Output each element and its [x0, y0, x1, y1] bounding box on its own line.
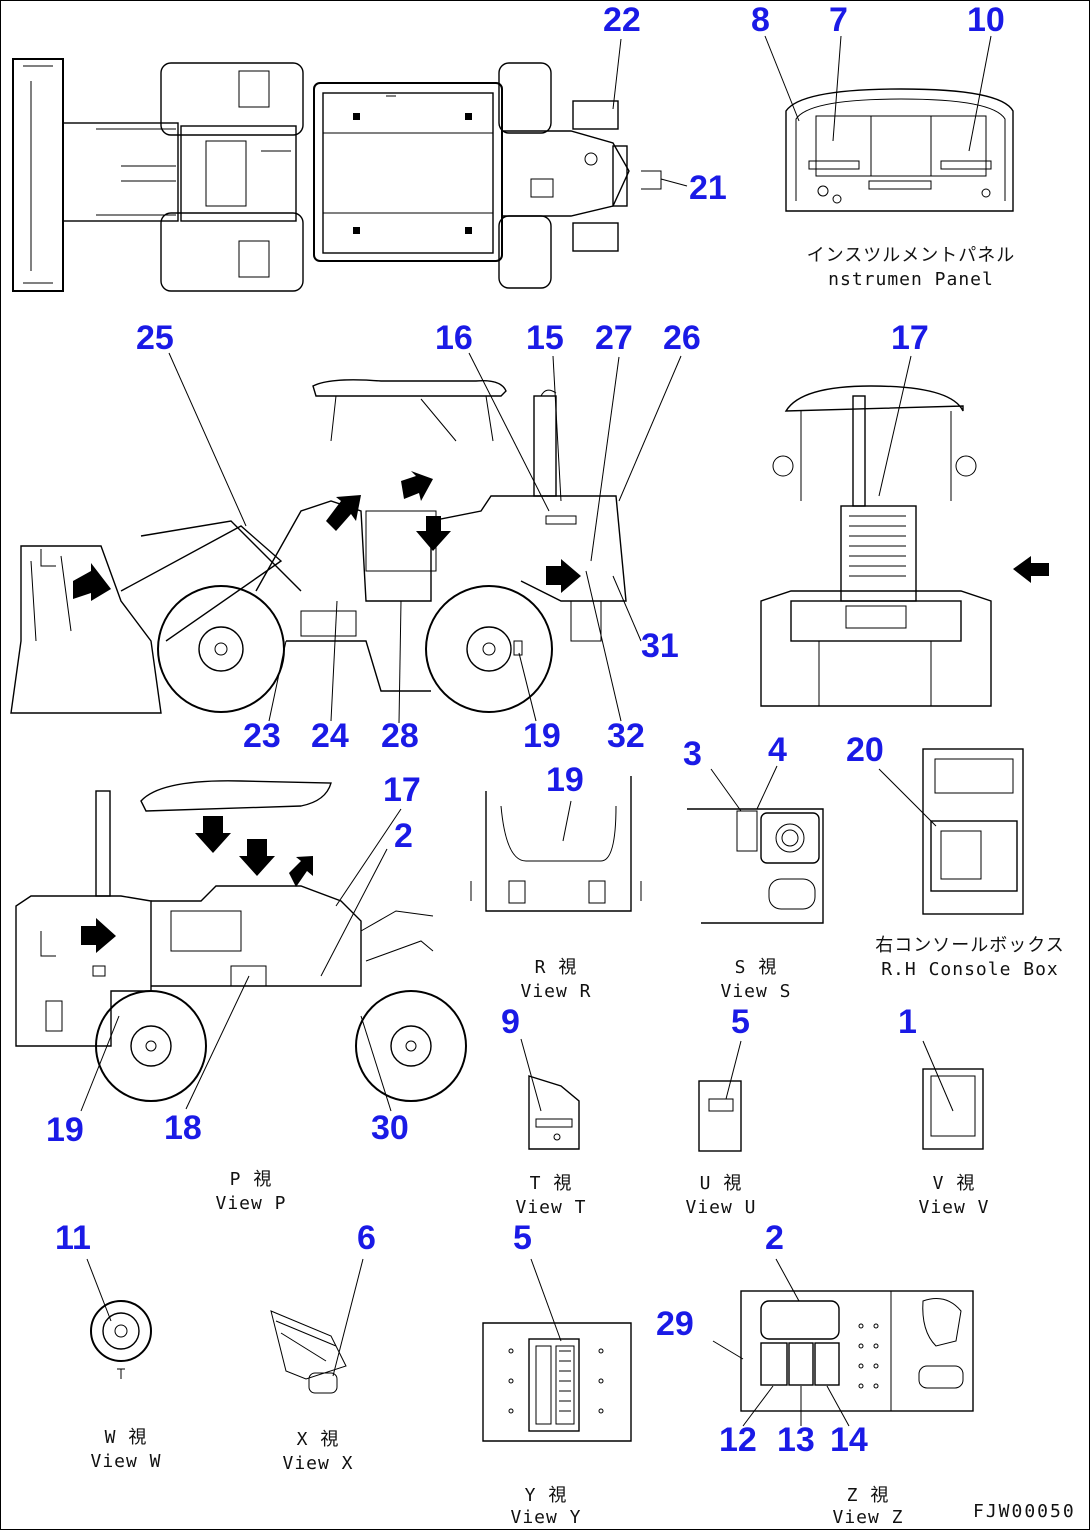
callout-16: 16: [435, 319, 473, 357]
callout-21: 21: [689, 169, 727, 207]
arrow-p-icon: [1013, 556, 1049, 583]
view-z-drawing: [740, 1290, 974, 1412]
view-s-drawing: [687, 808, 824, 924]
callout-12: 12: [719, 1421, 757, 1459]
callout-25: 25: [136, 319, 174, 357]
caption-view-s-jp: S 視: [734, 957, 778, 978]
callout-5-view-u: 5: [731, 1003, 750, 1041]
caption-view-r-en: View R: [520, 981, 592, 1002]
view-t-drawing: [528, 1075, 580, 1150]
callout-32: 32: [607, 717, 645, 755]
caption-view-p-en: View P: [215, 1193, 287, 1214]
caption-view-t-jp: T 視: [529, 1173, 573, 1194]
callout-13: 13: [777, 1421, 815, 1459]
rear-view: [760, 385, 1049, 707]
callout-17-view-p: 17: [383, 771, 421, 809]
callout-19-side: 19: [523, 717, 561, 755]
caption-view-z-en: View Z: [832, 1507, 904, 1528]
callout-2-view-z: 2: [765, 1219, 784, 1257]
callout-3: 3: [683, 735, 702, 773]
caption-view-y-en: View Y: [510, 1507, 582, 1528]
callout-5-view-y: 5: [513, 1219, 532, 1257]
drawing-code: FJW00050: [973, 1501, 1076, 1522]
caption-instrument-panel-jp: インスツルメントパネル: [806, 245, 1016, 266]
callout-15: 15: [526, 319, 564, 357]
view-u-drawing: [698, 1080, 742, 1152]
caption-view-y-jp: Y 視: [524, 1485, 568, 1506]
callout-19-view-r: 19: [546, 761, 584, 799]
caption-view-x-jp: X 視: [296, 1429, 340, 1450]
caption-view-u-en: View U: [685, 1197, 757, 1218]
caption-view-p-jp: P 視: [229, 1169, 273, 1190]
arrow-w-icon: [81, 918, 116, 953]
arrow-icon: [416, 516, 451, 551]
callout-18: 18: [164, 1109, 202, 1147]
callout-31: 31: [641, 627, 679, 665]
caption-view-r-jp: R 視: [534, 957, 578, 978]
callout-27: 27: [595, 319, 633, 357]
callout-17-rear: 17: [891, 319, 929, 357]
callout-22: 22: [603, 1, 641, 39]
caption-console-box-en: R.H Console Box: [881, 959, 1059, 980]
caption-console-box-jp: 右コンソールボックス: [875, 935, 1065, 956]
arrow-r-icon: [73, 563, 111, 601]
caption-view-s-en: View S: [720, 981, 792, 1002]
caption-view-v-jp: V 視: [932, 1173, 976, 1194]
callout-28: 28: [381, 717, 419, 755]
arrow-icon: [289, 856, 313, 887]
view-x-drawing: [270, 1310, 347, 1394]
arrow-icon: [326, 495, 361, 531]
callout-30: 30: [371, 1109, 409, 1147]
caption-view-x-en: View X: [282, 1453, 354, 1474]
view-arrows-side: [73, 471, 581, 601]
callout-8: 8: [751, 1, 770, 39]
callout-26: 26: [663, 319, 701, 357]
callout-9: 9: [501, 1003, 520, 1041]
caption-view-u-jp: U 視: [699, 1173, 743, 1194]
instrument-panel-drawing: [785, 88, 1014, 212]
callout-2-view-p: 2: [394, 817, 413, 855]
arrow-icon: [546, 559, 581, 593]
arrow-icon: [401, 471, 433, 501]
callout-1: 1: [898, 1003, 917, 1041]
view-p-drawing: [15, 780, 467, 1102]
caption-view-w-en: View W: [90, 1451, 162, 1472]
callout-20: 20: [846, 731, 884, 769]
side-view-left: [10, 379, 627, 714]
callout-19-view-p: 19: [46, 1111, 84, 1149]
caption-view-w-jp: W 視: [104, 1427, 148, 1448]
callout-7: 7: [829, 1, 848, 39]
arrow-icon: [239, 839, 275, 876]
caption-view-z-jp: Z 視: [846, 1485, 890, 1506]
caption-view-t-en: View T: [515, 1197, 587, 1218]
view-v-drawing: [922, 1068, 984, 1150]
view-w-drawing: [90, 1300, 152, 1379]
callout-6: 6: [357, 1219, 376, 1257]
caption-instrument-panel-en: nstrumen Panel: [828, 269, 994, 290]
callout-24: 24: [311, 717, 349, 755]
arrow-icon: [195, 816, 231, 853]
callout-10: 10: [967, 1, 1005, 39]
view-y-drawing: [482, 1322, 632, 1442]
view-r-drawing: [470, 776, 642, 912]
callout-14: 14: [830, 1421, 868, 1459]
callout-29: 29: [656, 1305, 694, 1343]
callout-4: 4: [768, 731, 787, 769]
callout-11: 11: [55, 1219, 91, 1257]
callout-23: 23: [243, 717, 281, 755]
console-box-drawing: [922, 748, 1024, 915]
top-view-machine: [12, 58, 662, 292]
leader-lines: [80, 35, 992, 1427]
caption-view-v-en: View V: [918, 1197, 990, 1218]
